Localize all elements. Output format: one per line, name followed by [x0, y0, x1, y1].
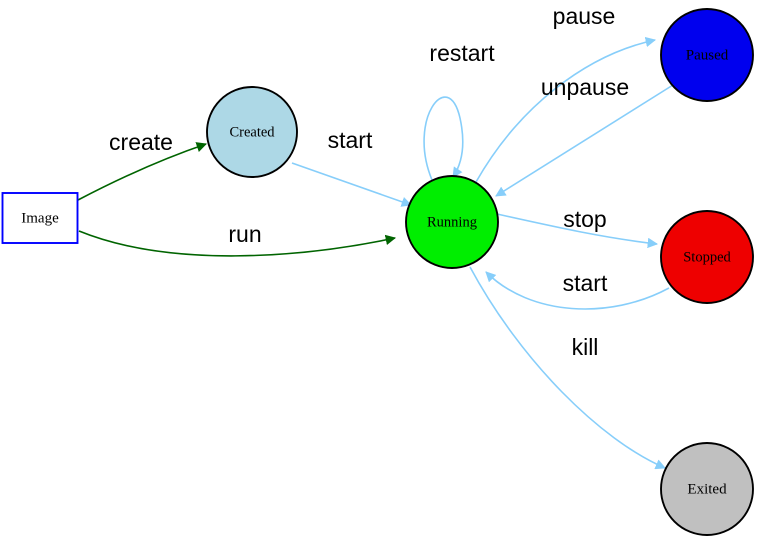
edge-label-start-stopped: start [563, 270, 608, 296]
edge-labels-layer: create run start restart pause unpause stop sta… [109, 3, 629, 360]
node-label-running: Running [427, 214, 477, 230]
edge-create [77, 142, 207, 201]
edge-label-start-created: start [328, 127, 373, 153]
edge-start-stopped [485, 271, 670, 310]
node-label-image: Image [21, 210, 59, 226]
node-label-stopped: Stopped [683, 249, 731, 265]
node-shape-paused [660, 8, 754, 102]
edge-label-kill: kill [572, 334, 599, 360]
edge-unpause [495, 84, 674, 197]
node-running[interactable]: Running [405, 175, 499, 269]
edge-label-unpause: unpause [541, 74, 629, 100]
node-image[interactable]: Image [1, 192, 79, 244]
edge-pause [475, 36, 657, 183]
node-shape-created [206, 86, 298, 178]
node-paused[interactable]: Paused [660, 8, 754, 102]
node-label-paused: Paused [686, 47, 729, 63]
edge-label-restart: restart [429, 40, 495, 66]
node-stopped[interactable]: Stopped [660, 210, 754, 304]
edge-label-pause: pause [553, 3, 616, 29]
node-exited[interactable]: Exited [660, 442, 754, 536]
edge-stop [496, 213, 659, 249]
node-shape-exited [660, 442, 754, 536]
node-created[interactable]: Created [206, 86, 298, 178]
edge-label-create: create [109, 129, 173, 155]
node-label-created: Created [229, 124, 275, 140]
edge-run [78, 230, 397, 257]
edges-layer [77, 36, 674, 470]
edge-restart [423, 96, 464, 181]
edge-kill [469, 266, 666, 470]
node-shape-stopped [660, 210, 754, 304]
edge-start-created [291, 162, 412, 207]
edge-label-run: run [228, 221, 261, 247]
node-shape-image [1, 192, 79, 244]
edge-label-stop: stop [563, 206, 606, 232]
node-label-exited: Exited [687, 481, 727, 497]
node-shape-running [405, 175, 499, 269]
